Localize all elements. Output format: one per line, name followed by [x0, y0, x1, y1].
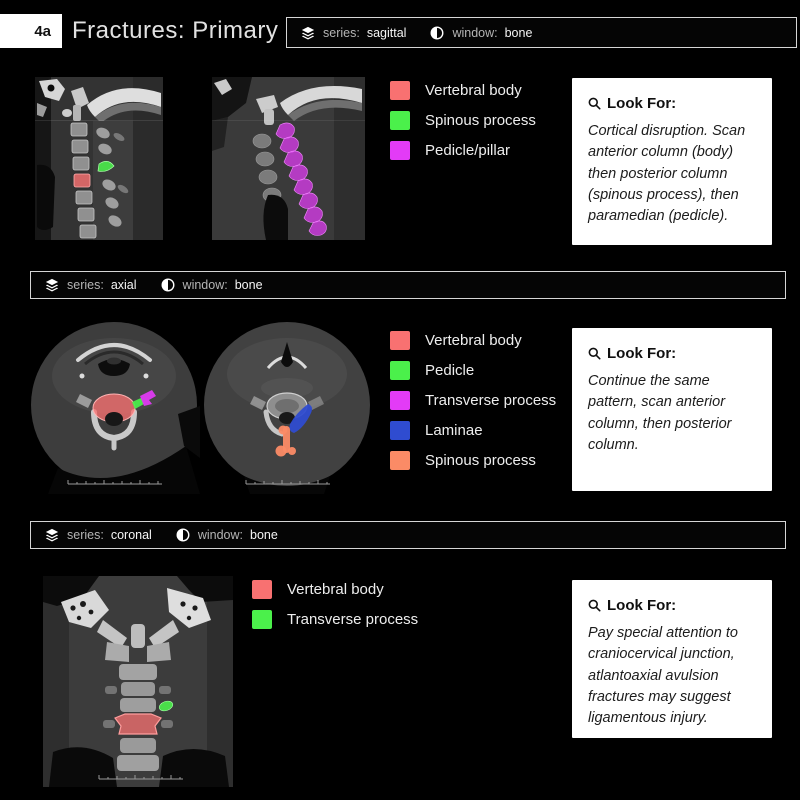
ct-image-axial-2	[204, 318, 370, 494]
series-window-bar-axial: series: axial window: bone	[30, 271, 786, 299]
section-number-badge: 4a	[0, 14, 62, 48]
look-for-body: Pay special attention to craniocervical …	[588, 625, 738, 727]
legend-item: Pedicle	[390, 361, 556, 380]
magnifier-icon	[588, 97, 601, 110]
look-for-title-text: Look For:	[607, 95, 677, 112]
window-contrast-icon	[176, 528, 190, 542]
layers-icon	[301, 26, 315, 40]
legend-swatch	[390, 81, 410, 100]
legend-label: Pedicle/pillar	[425, 142, 511, 159]
legend-item: Vertebral body	[390, 331, 556, 350]
legend-item: Transverse process	[252, 610, 418, 629]
highlight-laminae	[289, 404, 312, 433]
series-value: sagittal	[366, 25, 407, 40]
look-for-title-text: Look For:	[607, 597, 677, 614]
legend-item: Spinous process	[390, 451, 556, 470]
ruler	[67, 480, 162, 485]
ct-image-axial-1	[28, 318, 200, 494]
legend-coronal: Vertebral body Transverse process	[252, 580, 418, 629]
legend-item: Pedicle/pillar	[390, 141, 536, 160]
window-field: window: bone	[198, 528, 278, 542]
look-for-card-sagittal: Look For: Cortical disruption. Scan ante…	[572, 78, 772, 245]
legend-sagittal: Vertebral body Spinous process Pedicle/p…	[390, 81, 536, 160]
legend-label: Vertebral body	[425, 82, 522, 99]
legend-swatch	[390, 111, 410, 130]
window-value: bone	[504, 25, 533, 40]
look-for-title: Look For:	[588, 95, 756, 112]
window-field: window: bone	[183, 278, 263, 292]
page-title: Fractures: Primary	[72, 17, 279, 44]
legend-item: Laminae	[390, 421, 556, 440]
look-for-title: Look For:	[588, 597, 756, 614]
look-for-card-coronal: Look For: Pay special attention to crani…	[572, 580, 772, 738]
highlight-spinous-process	[97, 161, 115, 172]
series-label: series:	[323, 25, 360, 40]
ct-image-sagittal-2	[212, 77, 365, 240]
highlight-transverse-process	[140, 390, 156, 406]
legend-item: Transverse process	[390, 391, 556, 410]
window-value: bone	[250, 528, 278, 542]
series-value: coronal	[110, 528, 152, 542]
layers-icon	[45, 278, 59, 292]
magnifier-icon	[588, 347, 601, 360]
window-contrast-icon	[161, 278, 175, 292]
window-value: bone	[234, 278, 263, 292]
highlight-pedicle-pillar-chain	[275, 122, 327, 236]
look-for-body: Continue the same pattern, scan anterior…	[588, 373, 732, 453]
look-for-title: Look For:	[588, 345, 756, 362]
look-for-body: Cortical disruption. Scan anterior colum…	[588, 123, 746, 225]
series-field: series: coronal	[67, 528, 152, 542]
highlight-vertebral-body	[114, 713, 162, 735]
series-label: series:	[67, 278, 104, 292]
legend-item: Vertebral body	[390, 81, 536, 100]
highlight-vertebral-body	[73, 173, 91, 188]
layers-icon	[45, 528, 59, 542]
window-label: window:	[452, 25, 498, 40]
legend-axial: Vertebral body Pedicle Transverse proces…	[390, 331, 556, 470]
legend-label: Transverse process	[287, 611, 419, 628]
legend-swatch	[390, 391, 410, 410]
ruler	[98, 775, 183, 780]
highlight-spinous-process	[275, 425, 296, 457]
legend-label: Spinous process	[425, 112, 536, 129]
ct-image-sagittal-1	[35, 77, 163, 240]
highlight-transverse-process	[158, 700, 174, 712]
legend-swatch	[390, 141, 410, 160]
window-contrast-icon	[430, 26, 444, 40]
window-field: window: bone	[452, 26, 532, 40]
series-window-bar-sagittal: series: sagittal window: bone	[286, 17, 797, 48]
legend-item: Vertebral body	[252, 580, 418, 599]
ct-image-coronal	[43, 576, 233, 787]
legend-item: Spinous process	[390, 111, 536, 130]
legend-swatch	[252, 610, 272, 629]
legend-label: Vertebral body	[287, 581, 384, 598]
legend-label: Spinous process	[425, 452, 536, 469]
magnifier-icon	[588, 599, 601, 612]
legend-label: Transverse process	[425, 392, 557, 409]
legend-label: Laminae	[425, 422, 483, 439]
series-window-bar-coronal: series: coronal window: bone	[30, 521, 786, 549]
ruler	[245, 480, 330, 485]
window-label: window:	[197, 528, 243, 542]
series-field: series: axial	[67, 278, 137, 292]
legend-label: Vertebral body	[425, 332, 522, 349]
legend-label: Pedicle	[425, 362, 475, 379]
look-for-card-axial: Look For: Continue the same pattern, sca…	[572, 328, 772, 491]
legend-swatch	[252, 580, 272, 599]
window-label: window:	[182, 278, 228, 292]
legend-swatch	[390, 421, 410, 440]
series-value: axial	[110, 278, 137, 292]
legend-swatch	[390, 331, 410, 350]
legend-swatch	[390, 451, 410, 470]
legend-swatch	[390, 361, 410, 380]
highlight-pedicle	[132, 398, 144, 409]
look-for-title-text: Look For:	[607, 345, 677, 362]
series-field: series: sagittal	[323, 26, 406, 40]
series-label: series:	[67, 528, 104, 542]
